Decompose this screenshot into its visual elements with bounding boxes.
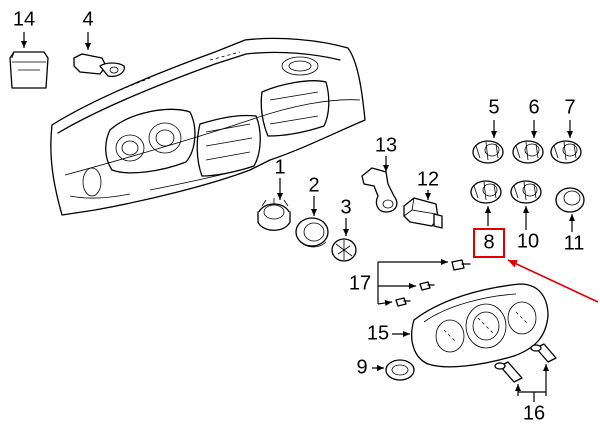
- callout-9: 9: [356, 356, 367, 378]
- highlight-box: [473, 228, 505, 258]
- dashboard-drawing: [50, 37, 366, 216]
- part-12-drawing: [403, 197, 443, 229]
- part-6-drawing: [512, 140, 544, 164]
- part-8-drawing: [470, 180, 502, 204]
- part-15-drawing: [411, 283, 549, 368]
- part-5-drawing: [472, 140, 504, 164]
- callout-7: 7: [564, 96, 575, 118]
- part-10-drawing: [510, 180, 542, 204]
- callout-13: 13: [375, 134, 397, 156]
- callout-11: 11: [564, 232, 585, 254]
- callout-12: 12: [417, 168, 439, 190]
- part-4-drawing: [73, 53, 125, 78]
- callout-6: 6: [528, 96, 539, 118]
- part-14-drawing: [9, 51, 49, 89]
- callout-16: 16: [523, 402, 545, 424]
- callout-10: 10: [517, 230, 539, 252]
- callout-17: 17: [349, 272, 371, 294]
- callout-15: 15: [367, 322, 389, 344]
- callout-2: 2: [308, 174, 319, 196]
- callout-5: 5: [488, 96, 499, 118]
- callout-1: 1: [274, 156, 285, 178]
- part-16-drawing: [494, 343, 557, 383]
- part-3-drawing: [331, 238, 357, 262]
- part-2-drawing: [295, 217, 329, 248]
- leader-17-c: [377, 300, 393, 306]
- part-9-drawing: [385, 359, 415, 381]
- callout-4: 4: [82, 8, 93, 30]
- part-13-drawing: [361, 167, 398, 213]
- callout-8: 8: [483, 231, 494, 253]
- part-17-drawing: [395, 259, 471, 307]
- callout-14: 14: [13, 8, 35, 30]
- part-7-drawing: [550, 140, 582, 164]
- callout-3: 3: [340, 196, 351, 218]
- highlight-arrow: [507, 259, 599, 303]
- part-11-drawing: [555, 187, 585, 213]
- part-1-drawing: [257, 198, 291, 231]
